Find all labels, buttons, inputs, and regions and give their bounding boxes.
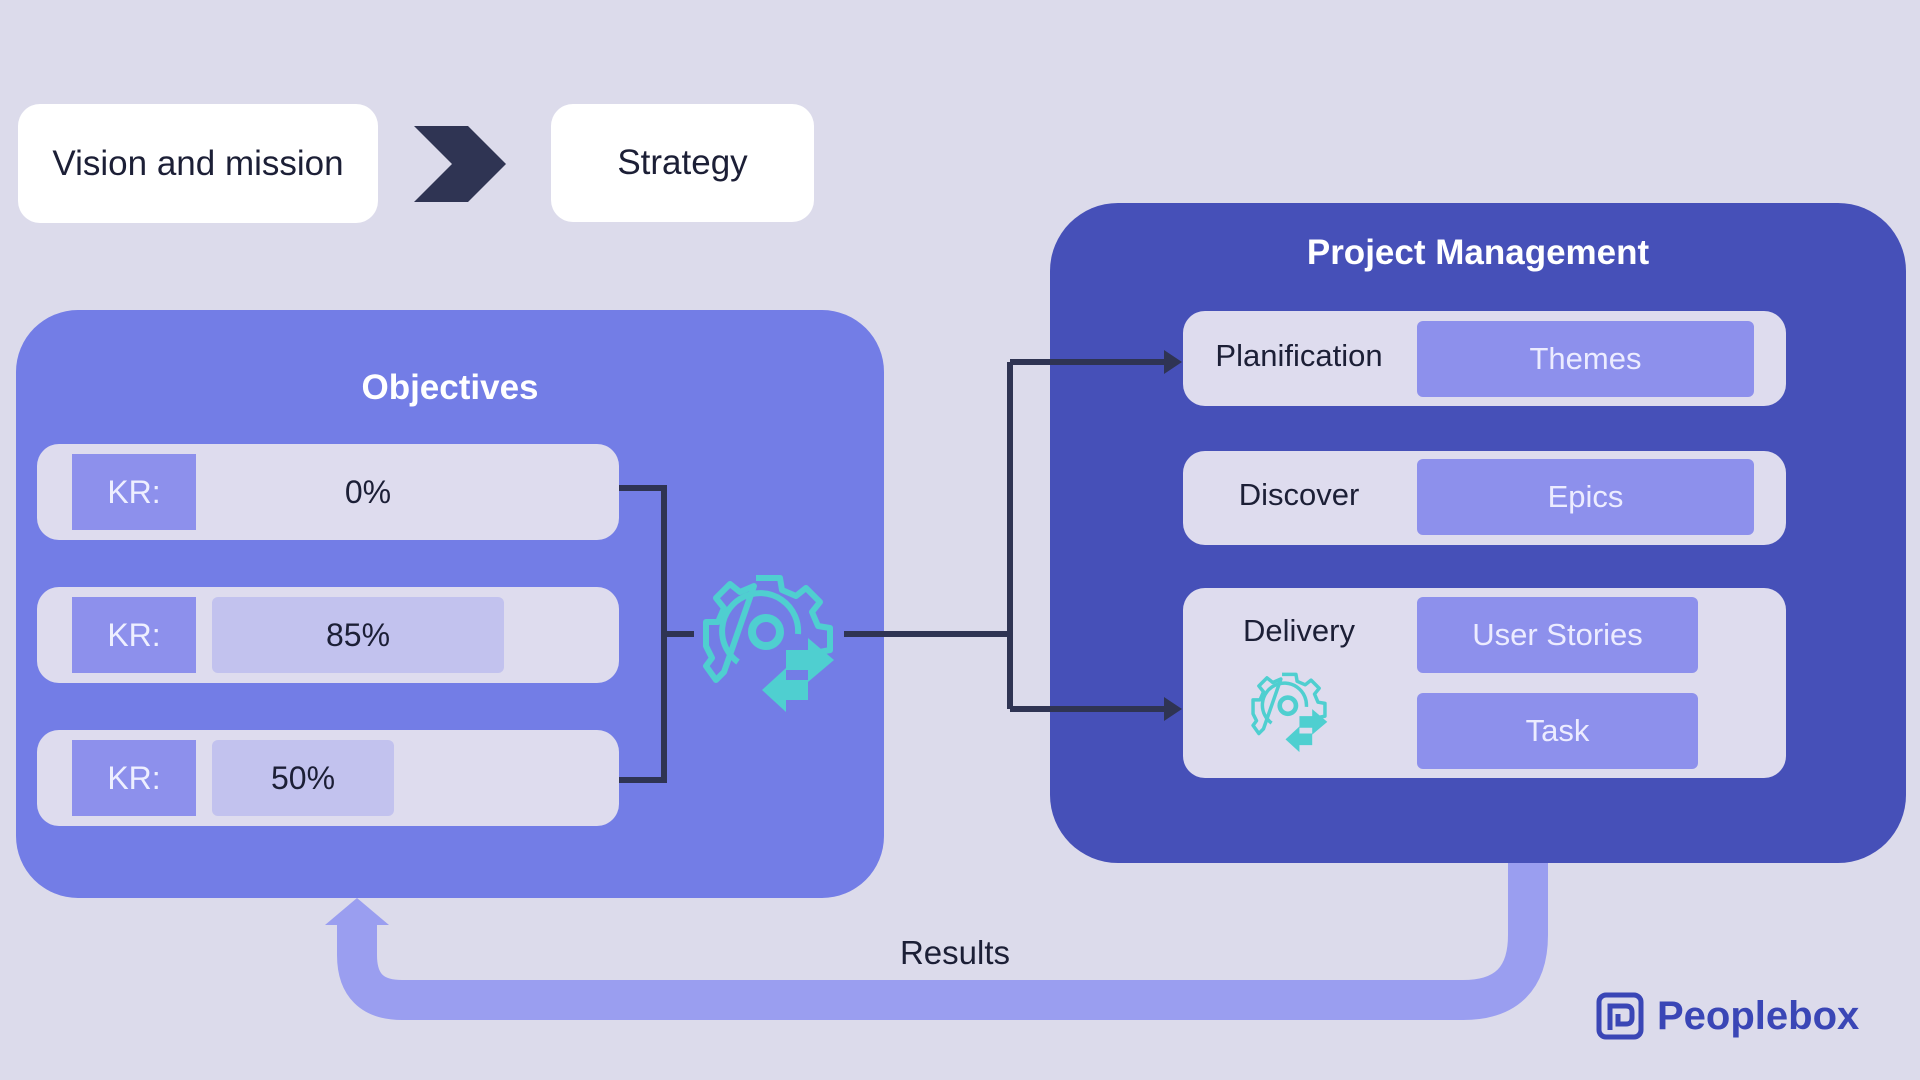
user-stories-pill: User Stories [1417,597,1698,673]
right-arrow-icon [412,126,508,202]
key-result-value: 0% [344,473,392,510]
vision-and-mission-label: Vision and mission [52,143,344,183]
themes-pill: Themes [1417,321,1754,397]
project-management-title: Project Management [1306,233,1650,272]
planification-label: Planification [1215,338,1383,373]
strategy-box: Strategy [551,104,814,222]
key-result-value: 50% [270,759,336,796]
results-label: Results [899,934,1011,971]
arrowhead-icon [1164,350,1182,374]
key-result-label: KR: [72,740,196,816]
delivery-label: Delivery [1243,613,1355,648]
peoplebox-logo-icon [1596,992,1644,1040]
gear-sync-icon [706,578,834,712]
discover-label: Discover [1238,477,1360,512]
project-connector [844,359,1170,712]
key-result-progress-fill [212,597,504,673]
key-result-label: KR: [72,454,196,530]
vision-and-mission-box: Vision and mission [18,104,378,223]
epics-pill: Epics [1417,459,1754,535]
key-result-progress-fill [212,740,394,816]
arrowhead-icon [1164,697,1182,721]
gear-sync-small-icon [1253,674,1327,752]
objectives-connector [619,485,694,783]
strategy-label: Strategy [617,143,748,182]
key-result-label: KR: [72,597,196,673]
brand-name: Peoplebox [1657,994,1860,1038]
objectives-title: Objectives [361,368,539,407]
key-result-value: 85% [325,616,391,653]
task-pill: Task [1417,693,1698,769]
